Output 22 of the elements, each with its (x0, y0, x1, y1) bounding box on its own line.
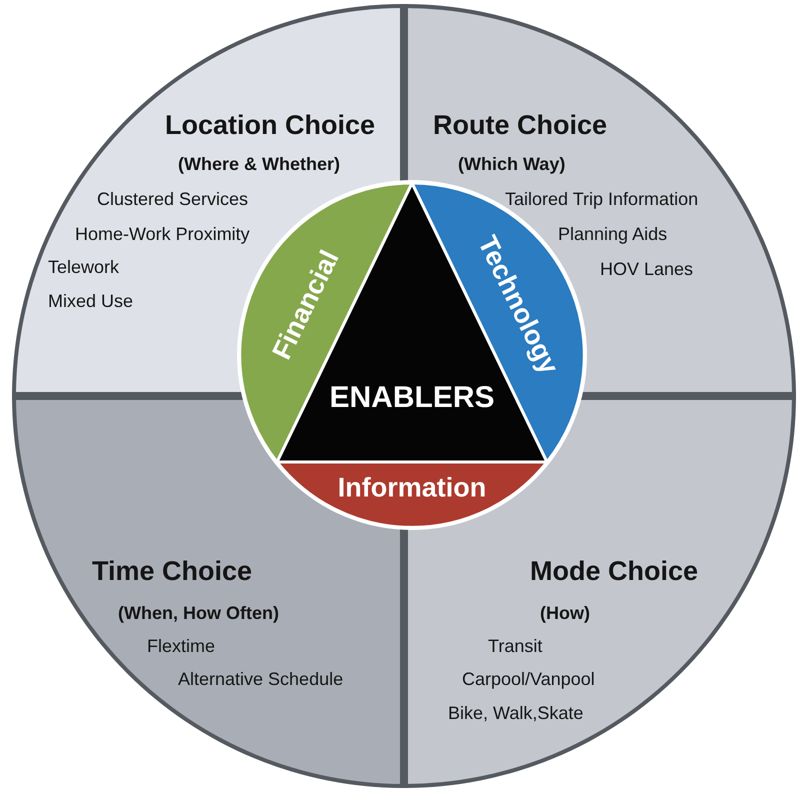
list-item: Carpool/Vanpool (462, 670, 595, 688)
list-item: Bike, Walk,Skate (448, 704, 584, 722)
list-item: Mixed Use (48, 292, 134, 310)
quadrant-subheading: (How) (540, 604, 590, 622)
quadrant-subheading: (Which Way) (458, 155, 566, 173)
quadrant-subheading: (When, How Often) (118, 604, 279, 622)
quadrant-heading: Time Choice (92, 558, 252, 585)
segment-label: Information (338, 474, 486, 502)
quadrant-heading: Location Choice (165, 112, 376, 139)
center-label: ENABLERS (330, 383, 494, 413)
quadrant-subheading: (Where & Whether) (178, 155, 340, 173)
list-item: Home-Work Proximity (75, 225, 250, 243)
list-item: Telework (48, 258, 120, 276)
quadrant-heading: Route Choice (433, 112, 608, 139)
list-item: Planning Aids (558, 225, 668, 243)
list-item: Flextime (147, 637, 216, 655)
list-item: Transit (488, 637, 542, 655)
quadrant-heading: Mode Choice (530, 558, 698, 585)
list-item: Alternative Schedule (178, 670, 344, 688)
list-item: Tailored Trip Information (505, 190, 698, 208)
list-item: Clustered Services (97, 190, 248, 208)
list-item: HOV Lanes (600, 260, 694, 278)
